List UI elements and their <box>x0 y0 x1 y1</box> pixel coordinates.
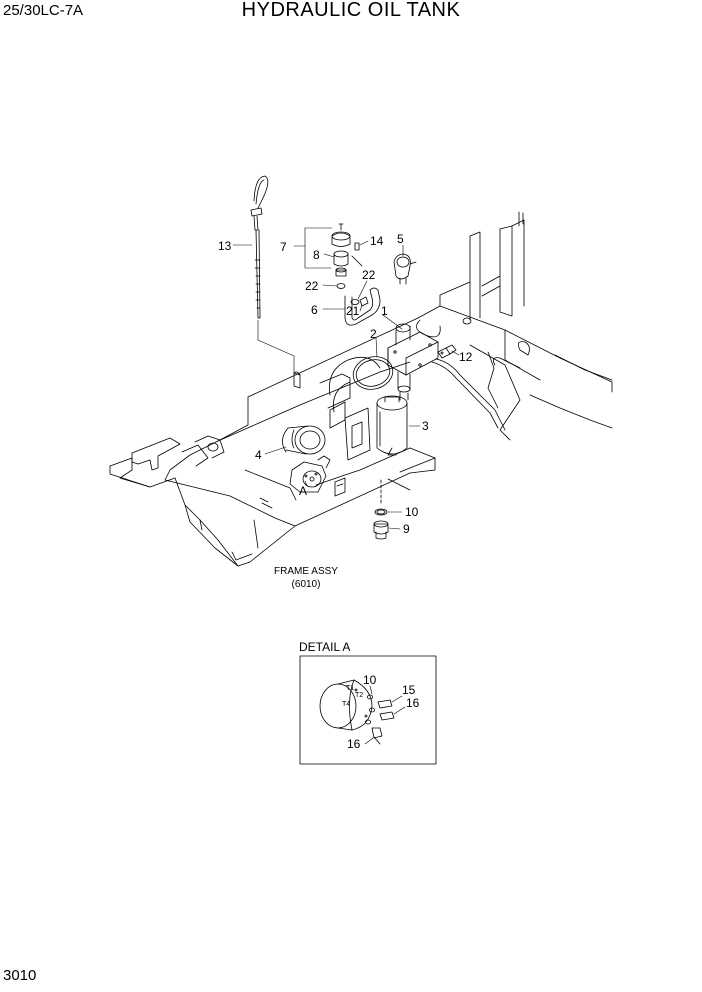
callout-8: 8 <box>313 248 320 262</box>
frame-assy-ref: (6010) <box>292 579 321 590</box>
drain-plug-part-9 <box>373 479 389 540</box>
callout-22-right: 22 <box>362 268 376 282</box>
detail-callout-10: 10 <box>363 673 377 687</box>
callout-3: 3 <box>422 419 429 433</box>
callout-9: 9 <box>403 522 410 536</box>
frame-assy-label: FRAME ASSY <box>274 566 338 577</box>
detail-a-title: DETAIL A <box>299 640 350 654</box>
callout-22-left: 22 <box>305 279 319 293</box>
callout-12: 12 <box>459 350 473 364</box>
callout-leaders <box>232 227 460 530</box>
callout-2: 2 <box>370 327 377 341</box>
callout-1: 1 <box>381 304 388 318</box>
detail-callout-16-b: 16 <box>347 737 361 751</box>
callout-21: 21 <box>346 304 360 318</box>
callout-13: 13 <box>218 239 232 253</box>
dipstick-part-13 <box>250 175 295 374</box>
connector-part-12 <box>437 344 457 359</box>
port-t4: T4 <box>342 701 350 708</box>
tank-cover-part-1 <box>387 323 439 401</box>
breather-cap-assembly-part-7 <box>331 223 417 326</box>
port-t2: T2 <box>355 692 363 699</box>
detail-callout-15: 15 <box>402 683 416 697</box>
model-code: 25/30LC-7A <box>3 2 84 19</box>
port-t1: T1 <box>346 685 354 692</box>
detail-a-panel: DETAIL A T1 T2 T4 10 15 16 16 <box>299 640 437 765</box>
callout-7: 7 <box>280 240 287 254</box>
page-title: HYDRAULIC OIL TANK <box>241 0 461 21</box>
page-number: 3010 <box>3 967 37 984</box>
callout-5: 5 <box>397 232 404 246</box>
frame-assembly <box>109 211 613 567</box>
suction-strainer-part-4 <box>282 425 331 493</box>
callout-a: A <box>299 484 307 498</box>
callout-14: 14 <box>370 234 384 248</box>
callout-6: 6 <box>311 303 318 317</box>
return-filter-part-3 <box>376 395 408 456</box>
callout-labels: 13 7 8 14 5 22 22 21 6 1 2 12 3 4 A 10 9 <box>218 232 473 536</box>
callout-10: 10 <box>405 505 419 519</box>
detail-callout-16-a: 16 <box>406 696 420 710</box>
callout-4: 4 <box>255 448 262 462</box>
